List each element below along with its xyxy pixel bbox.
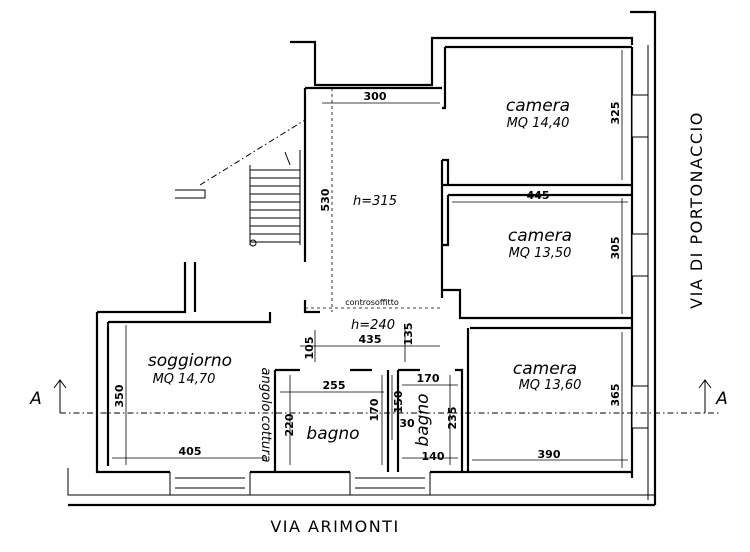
camera-bottom-name: camera (513, 359, 577, 379)
street-bottom: VIA ARIMONTI (270, 517, 399, 536)
camera-mid-name: camera (508, 226, 572, 246)
dim-line-bagno2 (402, 384, 458, 459)
window-right-2 (631, 233, 649, 277)
dim-150: 150 (392, 390, 405, 413)
dim-300: 300 (364, 90, 387, 103)
dim-435: 435 (359, 333, 382, 346)
dim-405: 405 (179, 445, 202, 458)
section-label-right: A (715, 389, 728, 409)
corridor-left-low-wall (303, 300, 320, 314)
section-arrow-left (53, 379, 67, 413)
dim-220: 220 (283, 413, 296, 436)
dimension-lines (112, 50, 628, 468)
window-bottom-2 (349, 472, 431, 496)
stair-landing (175, 189, 206, 199)
window-right-1 (631, 94, 649, 138)
dim-365: 365 (609, 384, 622, 407)
dim-305: 305 (609, 237, 622, 260)
dim-170-right: 170 (417, 372, 440, 385)
controsoffitto-label: controsoffitto (345, 298, 399, 307)
soggiorno-area: MQ 14,70 (153, 372, 216, 387)
dim-445: 445 (527, 189, 550, 202)
stair-treads (250, 169, 300, 243)
dim-235: 235 (446, 407, 459, 430)
angolo-cottura-label: angolo cottura (258, 368, 273, 463)
stairs (175, 119, 306, 247)
dim-line-bagno (289, 375, 393, 465)
dim-255: 255 (323, 379, 346, 392)
bagno-right-name: bagno (413, 393, 433, 446)
bagno2-top-wall (398, 368, 464, 472)
window-bottom-1 (169, 472, 251, 496)
ingresso-height: h=240 (351, 318, 395, 333)
door-jamb-2 (442, 195, 450, 247)
top-wall (290, 36, 634, 87)
dim-170-left: 170 (368, 398, 381, 421)
camera-top-area: MQ 14,40 (507, 116, 570, 131)
camera-bottom-area: MQ 13,60 (519, 378, 582, 393)
outer-bottom-line (67, 468, 655, 496)
dim-105: 105 (303, 337, 316, 360)
street-right: VIA DI PORTONACCIO (687, 111, 706, 309)
window-right-3 (631, 385, 649, 429)
stair-stringers (249, 150, 301, 245)
door-jamb-1 (442, 158, 450, 185)
stair-cut-line (199, 119, 306, 186)
dim-140: 140 (422, 450, 445, 463)
soggiorno-left-wall (95, 312, 170, 474)
bagno-left-name: bagno (306, 424, 359, 444)
section-arrow-right (698, 379, 712, 413)
camera-partition-2 (442, 288, 632, 320)
stair-arrow (284, 151, 291, 166)
right-outer-wall (630, 10, 657, 505)
stair-start-mark (249, 239, 257, 247)
soggiorno-inner-top (108, 312, 272, 324)
dim-350: 350 (113, 384, 126, 407)
section-label-left: A (29, 389, 42, 409)
walls (67, 10, 657, 507)
dim-325: 325 (609, 102, 622, 125)
dim-line-105-135 (314, 325, 406, 362)
dim-30: 30 (399, 417, 415, 430)
camera-top-left-wall (442, 47, 447, 110)
section-line (53, 379, 720, 414)
soggiorno-top-wall (97, 262, 197, 314)
soggiorno-name: soggiorno (148, 351, 232, 371)
dim-135: 135 (402, 323, 415, 346)
camera-top-name: camera (506, 96, 570, 116)
corridor-height: h=315 (353, 194, 397, 209)
dim-390: 390 (538, 448, 561, 461)
camera-mid-area: MQ 13,50 (509, 246, 572, 261)
dim-530: 530 (319, 188, 332, 211)
